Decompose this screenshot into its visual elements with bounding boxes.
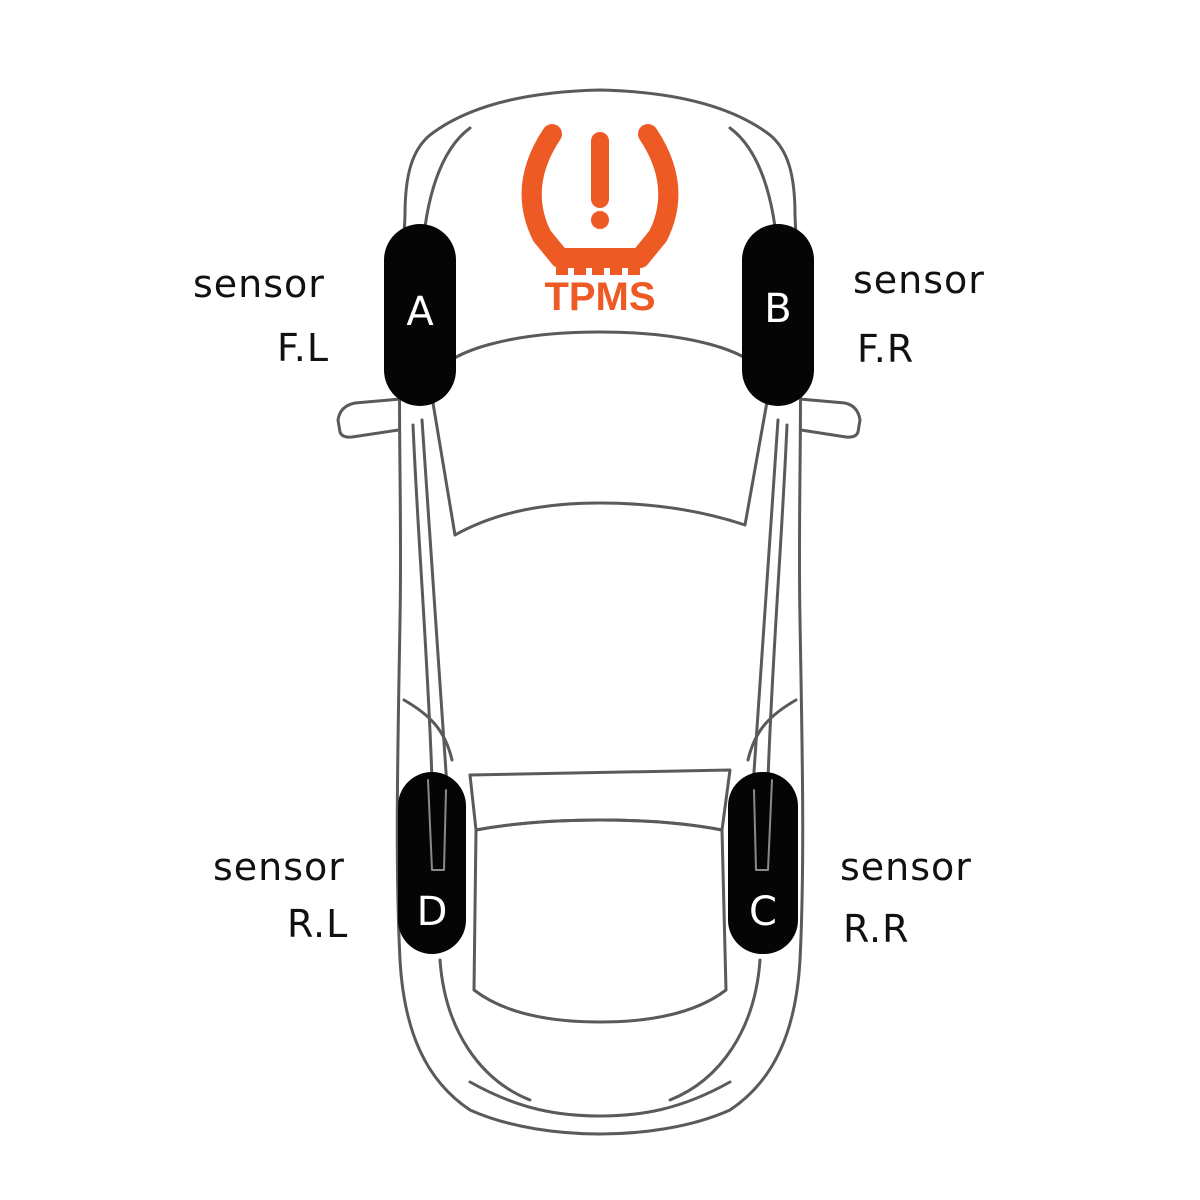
tpms-warning-icon: TPMS [521, 124, 679, 319]
tire-front-left: A [384, 224, 456, 406]
left-door-line [411, 423, 434, 782]
sensor-label-rear-left: sensor [213, 845, 345, 889]
rear-bumper-line-right [668, 958, 762, 1102]
position-label-front-left: F.L [277, 326, 329, 370]
right-door-line [766, 423, 789, 782]
rear-right-tire-overlay [753, 779, 773, 871]
tire-letter-c: C [749, 889, 777, 935]
position-label-rear-left: R.L [287, 902, 348, 946]
tire-letter-a: A [406, 289, 434, 335]
position-label-front-right: F.R [857, 327, 914, 371]
right-mirror [786, 396, 862, 439]
tire-front-right: B [742, 224, 814, 406]
rear-bumper-line-left [438, 958, 532, 1102]
car-body [395, 88, 805, 1136]
left-mirror [336, 396, 414, 439]
sensor-label-front-left: sensor [193, 262, 325, 306]
rear-bumper [468, 1080, 732, 1118]
left-rear-quarter [402, 698, 454, 762]
rear-left-tire-overlay [427, 779, 447, 871]
sensor-label-rear-right: sensor [840, 845, 972, 889]
tire-rear-right: C [728, 772, 798, 954]
tire-letter-d: D [417, 889, 448, 935]
position-label-rear-right: R.R [843, 907, 910, 951]
tire-letter-b: B [764, 286, 791, 332]
sensor-label-front-right: sensor [853, 258, 985, 302]
trunk-lid [472, 818, 728, 1024]
right-rear-quarter [746, 698, 798, 762]
tpms-label: TPMS [544, 275, 655, 319]
